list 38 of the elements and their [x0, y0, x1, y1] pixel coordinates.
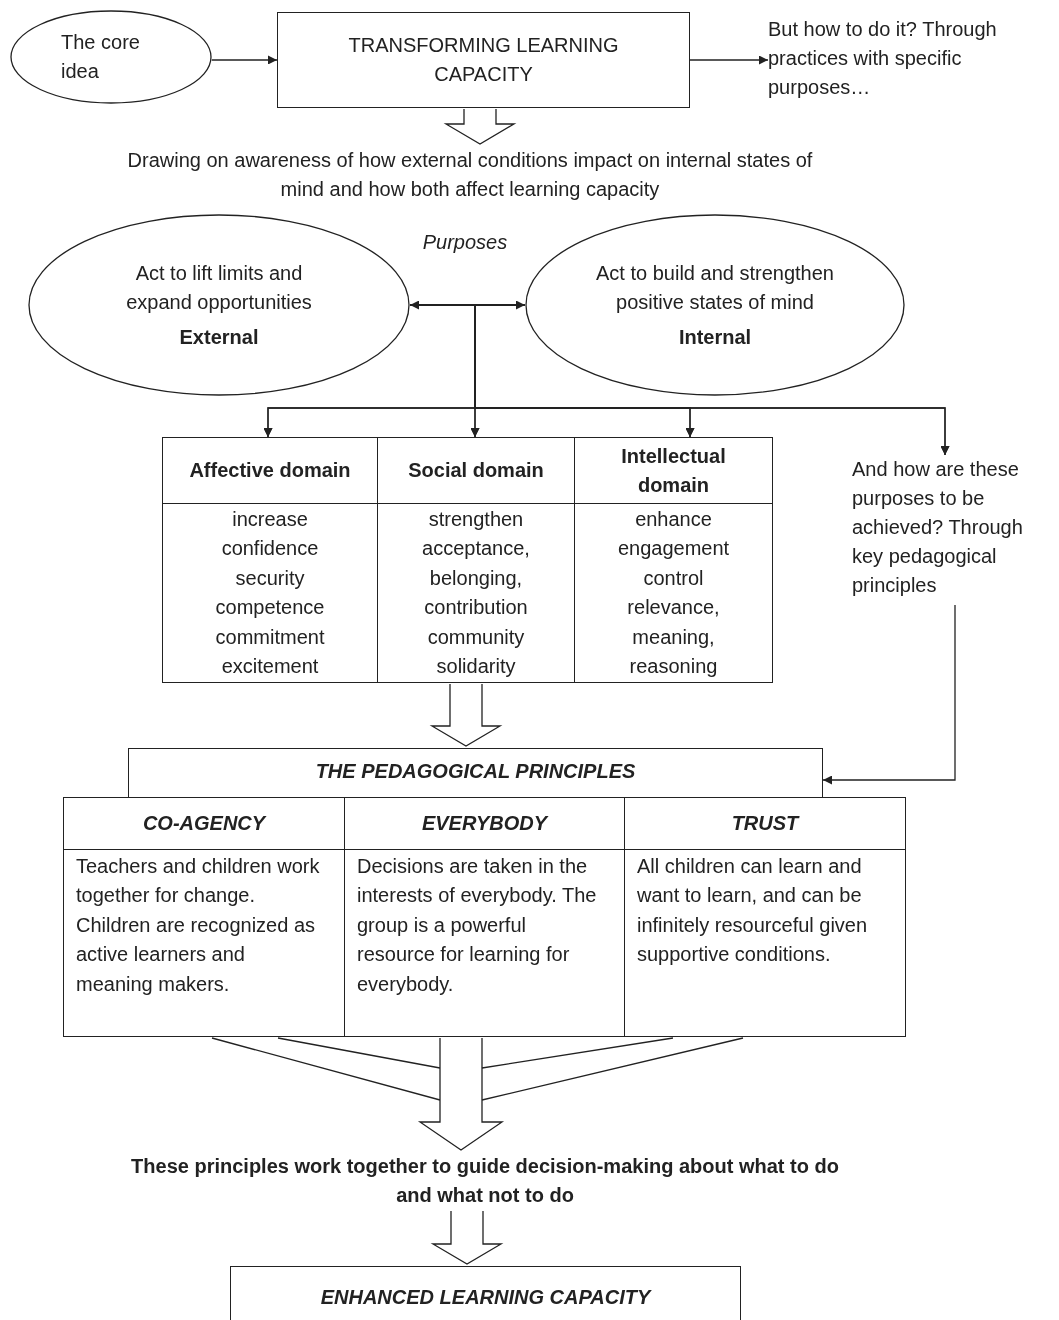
- column-text: strengthen acceptance, belonging, contribution community solidarity: [421, 507, 531, 680]
- table-column: [63, 797, 345, 1037]
- note-text: But how to do it? Through practices with specific purposes…: [768, 15, 1018, 105]
- funnel-line: [211, 1037, 441, 1101]
- column-text: Teachers and children work together for change. Children are recognized as active learners and meaning makers.: [75, 854, 321, 997]
- process-box: [277, 12, 690, 108]
- oval-text: The core idea: [61, 30, 141, 84]
- oval-text: Act to build and strengthen positive states of mind: [595, 260, 835, 315]
- table-column: [344, 797, 625, 1037]
- block-arrow: [417, 1037, 505, 1151]
- column-text: increase confidence security competence commitment excitement: [214, 507, 326, 680]
- table-column: [624, 797, 906, 1037]
- note-text: And how are these purposes to be achieved? Through key pedagogical principles: [852, 455, 1059, 605]
- box-title: THE PEDAGOGICAL PRINCIPLES: [315, 759, 636, 784]
- oval-text: Act to lift limits and expand opportunities: [125, 260, 313, 315]
- block-arrow: [429, 683, 503, 747]
- block-arrow: [430, 1210, 504, 1265]
- section-label: Purposes: [421, 230, 509, 255]
- table-column: [377, 437, 575, 683]
- box-title: TRANSFORMING LEARNING CAPACITY: [347, 33, 620, 87]
- column-text: Decisions are taken in the interests of everybody. The group is a powerful resource for learning for everybody.: [356, 854, 598, 997]
- oval-heading: External: [179, 324, 259, 350]
- note-text: Drawing on awareness of how external conditions impact on internal states of mind and how both affect learning capacity: [125, 146, 815, 208]
- box-title: ENHANCED LEARNING CAPACITY: [320, 1284, 651, 1310]
- funnel-line: [481, 1037, 744, 1101]
- column-text: enhance engagement control relevance, meaning, reasoning: [616, 507, 731, 680]
- arrow: [211, 55, 278, 65]
- oval-heading: Internal: [678, 324, 752, 350]
- table-column: [162, 437, 378, 683]
- column-text: All children can learn and want to learn, and can be infinitely resourceful given supportive conditions.: [636, 854, 869, 968]
- process-box: [230, 1266, 741, 1320]
- arrow: [822, 604, 956, 785]
- column-heading: TRUST: [625, 798, 905, 850]
- note-text: These principles work together to guide decision-making about what to do and what not to do: [125, 1152, 845, 1210]
- arrow: [689, 55, 769, 65]
- block-arrow: [443, 108, 517, 145]
- table-column: [574, 437, 773, 683]
- heading-band: [128, 748, 823, 798]
